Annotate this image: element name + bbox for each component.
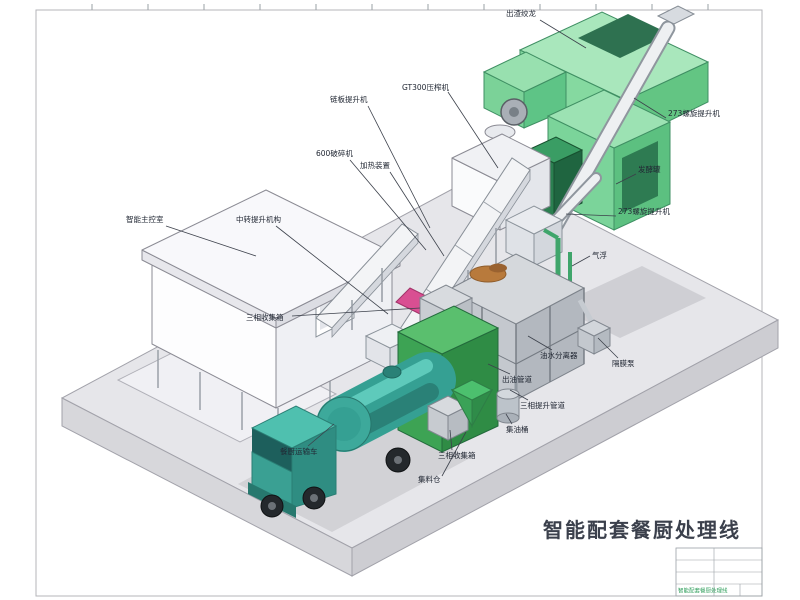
feed-hopper-cone <box>450 379 494 401</box>
leader-gt300 <box>447 91 499 169</box>
title-block: 智能配套餐厨处理线 <box>675 547 763 597</box>
ruler-ticks <box>91 4 709 10</box>
leader-box-left <box>291 307 421 317</box>
label-chain-elevator: 链板提升机 <box>330 94 368 104</box>
title-block-grid <box>676 548 762 596</box>
leader-transfer-lift <box>275 225 389 315</box>
label-fermenter: 发酵罐 <box>638 164 661 174</box>
press-unit <box>451 124 564 267</box>
cargo-box <box>396 305 500 355</box>
oil-barrel <box>496 388 520 400</box>
main-title: 智能配套餐厨处理线 <box>543 518 741 542</box>
label-pump: 隔膜泵 <box>612 358 635 368</box>
leader-heater <box>389 171 445 257</box>
leader-separator <box>527 335 553 351</box>
label-heater: 加热装置 <box>360 160 390 170</box>
leader-chain-elevator <box>367 105 431 229</box>
screw-motor <box>656 5 696 25</box>
leader-screw-lower <box>565 213 617 217</box>
tank-manhole <box>382 365 402 379</box>
frame-border <box>35 9 763 597</box>
label-separator: 油水分离器 <box>540 350 578 360</box>
title-block-name: 智能配套餐厨处理线 <box>678 587 728 595</box>
label-crusher: 600破碎机 <box>316 148 353 158</box>
leader-control-room <box>165 225 257 257</box>
leader-box-bottom <box>449 429 453 451</box>
label-transfer-lift: 中转提升机构 <box>236 214 281 224</box>
label-oil-barrel: 集油桶 <box>506 424 529 434</box>
leader-lift-pipe <box>509 389 529 401</box>
leader-truck <box>307 423 335 447</box>
label-lift-pipe: 三相提升管道 <box>520 400 565 410</box>
label-slag-auger: 出渣绞龙 <box>506 8 536 18</box>
buffer-tank <box>504 205 564 235</box>
leader-slag-auger <box>539 19 587 49</box>
label-box-left: 三相收集箱 <box>246 312 284 322</box>
hopper-opening <box>578 14 670 58</box>
label-control-room: 智能主控室 <box>126 214 164 224</box>
leader-pump <box>597 337 619 359</box>
label-screw-upper: 273螺旋提升机 <box>668 108 720 118</box>
callout-labels: 出渣绞龙 GT300压榨机 链板提升机 273螺旋提升机 发酵罐 273螺旋提升… <box>126 8 720 484</box>
label-gt300: GT300压榨机 <box>402 82 449 92</box>
collection-items <box>426 379 520 441</box>
leader-screw-upper <box>633 97 667 119</box>
conveyor-left-legs <box>351 268 383 330</box>
label-box-bottom: 三相收集箱 <box>438 450 476 460</box>
tank-door <box>622 141 658 213</box>
label-screw-lower: 273螺旋提升机 <box>618 206 670 216</box>
label-air-flotation: 气浮 <box>592 250 607 260</box>
leader-oil-pipe <box>487 363 511 375</box>
leader-lines <box>165 19 667 477</box>
cab-roof <box>250 405 338 449</box>
windshield <box>252 428 292 472</box>
leader-air-flotation <box>571 255 591 267</box>
collection-box-left <box>418 284 474 312</box>
label-truck: 餐厨运输车 <box>280 446 318 456</box>
platform-front-right <box>351 319 779 577</box>
label-oil-pipe: 出油管道 <box>502 374 532 384</box>
leader-fermenter <box>615 173 637 185</box>
leader-oil-barrel <box>505 413 513 425</box>
label-hopper: 集料仓 <box>418 474 441 484</box>
pump-box <box>576 319 612 337</box>
leader-crusher <box>349 159 427 251</box>
drawing-frame <box>35 4 763 597</box>
press-body <box>451 133 551 183</box>
leader-hopper <box>441 431 467 477</box>
